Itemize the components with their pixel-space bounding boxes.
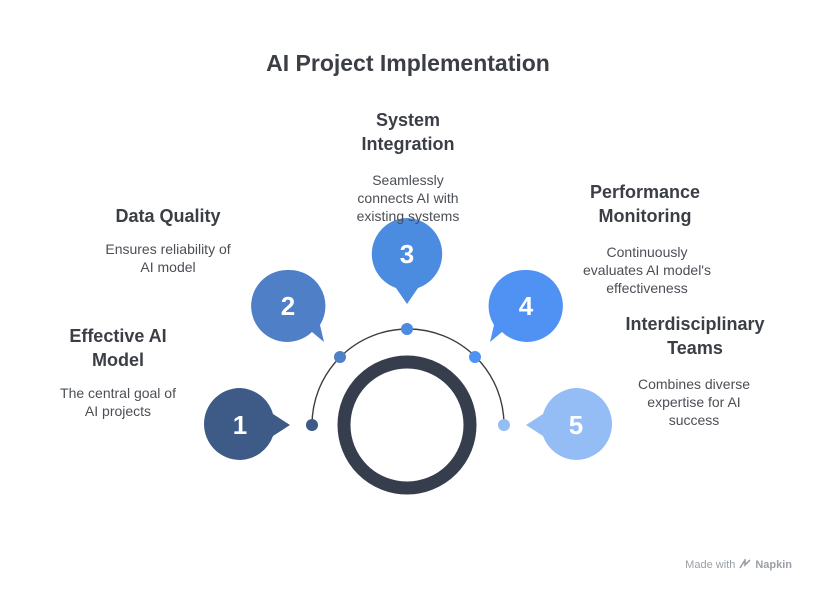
step-4-title-line1: Performance <box>589 182 701 202</box>
step-4-description: Continuously evaluates AI model's effect… <box>557 243 737 297</box>
step-3-title: System Integration <box>318 108 498 156</box>
step-1-desc-line2: AI projects <box>84 403 152 419</box>
step-3-desc-line2: connects AI with <box>357 190 459 206</box>
step-2-description: Ensures reliability of AI model <box>78 240 258 276</box>
step-2-title-line1: Data Quality <box>115 206 221 226</box>
arc-dot-4 <box>469 351 481 363</box>
step-5-title-line1: Interdisciplinary <box>625 314 765 334</box>
step-1-title-line2: Model <box>92 350 144 370</box>
step-4-desc-line2: evaluates AI model's <box>583 262 711 278</box>
diagram-title: AI Project Implementation <box>266 50 550 76</box>
step-1-title: Effective AI Model <box>40 324 196 372</box>
step-5-title-line2: Teams <box>667 338 723 358</box>
arc-dot-2 <box>334 351 346 363</box>
step-5-number: 5 <box>569 410 583 440</box>
step-5-description: Combines diverse expertise for AI succes… <box>604 375 784 429</box>
step-5-title: Interdisciplinary Teams <box>600 312 790 360</box>
arc-dot-1 <box>306 419 318 431</box>
step-3-number: 3 <box>400 239 414 269</box>
made-with-napkin-credit[interactable]: Made with Napkin <box>685 557 792 572</box>
step-1-desc-line1: The central goal of <box>60 385 176 401</box>
central-ring <box>337 355 477 495</box>
step-5-desc-line2: expertise for AI <box>647 394 741 410</box>
arc-dot-5 <box>498 419 510 431</box>
step-1-description: The central goal of AI projects <box>38 384 198 420</box>
step-2-bubble: 2 <box>251 269 326 342</box>
step-5-desc-line3: success <box>668 412 720 428</box>
step-2-desc-line1: Ensures reliability of <box>105 241 231 257</box>
step-2-desc-line2: AI model <box>140 259 196 275</box>
step-4-desc-line1: Continuously <box>606 244 688 260</box>
step-2-number: 2 <box>281 291 295 321</box>
step-1-number: 1 <box>233 410 247 440</box>
step-3-title-line2: Integration <box>361 134 455 154</box>
step-3-bubble: 3 <box>371 218 443 304</box>
napkin-brand: Napkin <box>755 559 792 571</box>
step-1-title-line1: Effective AI <box>69 326 167 346</box>
made-with-label: Made with <box>685 559 736 571</box>
step-4-desc-line3: effectiveness <box>606 280 688 296</box>
step-3-description: Seamlessly connects AI with existing sys… <box>318 171 498 225</box>
step-2-title: Data Quality <box>78 204 258 228</box>
step-4-number: 4 <box>519 291 534 321</box>
step-4-title-line2: Monitoring <box>598 206 692 226</box>
step-5-desc-line1: Combines diverse <box>637 376 751 392</box>
napkin-logo-icon <box>739 557 751 572</box>
arc-dot-3 <box>401 323 413 335</box>
step-3-desc-line1: Seamlessly <box>372 172 444 188</box>
step-5-bubble: 5 <box>526 388 612 460</box>
step-3-desc-line3: existing systems <box>356 208 460 224</box>
step-4-title: Performance Monitoring <box>555 180 735 228</box>
step-4-bubble: 4 <box>488 269 563 342</box>
step-1-bubble: 1 <box>204 388 290 460</box>
step-3-title-line1: System <box>375 110 441 130</box>
